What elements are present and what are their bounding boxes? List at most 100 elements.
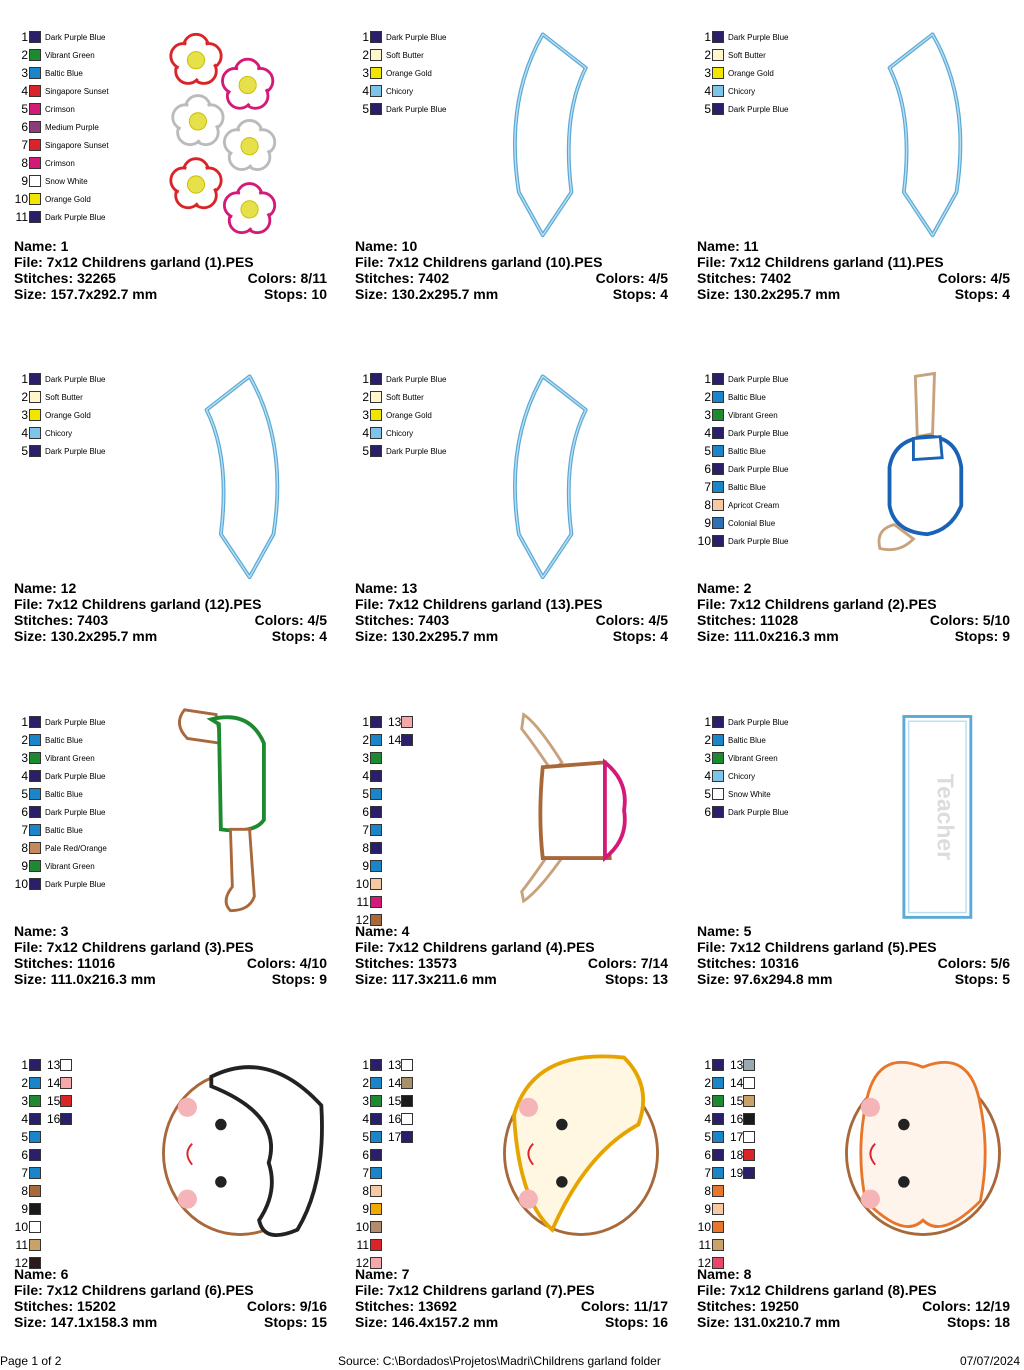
thread-color-item: 14 — [388, 731, 413, 749]
thread-swatch — [743, 1131, 755, 1143]
design-preview — [520, 712, 627, 904]
thread-name: Baltic Blue — [728, 392, 766, 402]
thread-number: 7 — [21, 1166, 28, 1180]
thread-number: 12 — [355, 913, 369, 927]
thread-name: Apricot Cream — [728, 500, 780, 510]
thread-name: Soft Butter — [386, 392, 424, 402]
thread-swatch — [712, 1221, 724, 1233]
thread-number: 11 — [15, 1238, 28, 1252]
design-size: Size: 130.2x295.7 mm — [697, 286, 841, 302]
design-file: File: 7x12 Childrens garland (13).PES — [355, 596, 603, 612]
thread-number: 5 — [362, 787, 369, 801]
thread-swatch — [712, 445, 724, 457]
thread-number: 1 — [362, 1058, 369, 1072]
thread-number: 2 — [362, 733, 369, 747]
design-stops: Stops: 9 — [271, 971, 327, 987]
thread-number: 5 — [704, 102, 711, 116]
thread-number: 13 — [388, 715, 402, 729]
thread-name: Baltic Blue — [45, 68, 83, 78]
thread-number: 1 — [21, 715, 28, 729]
thread-number: 4 — [704, 84, 711, 98]
thread-swatch — [29, 1059, 41, 1071]
thread-swatch — [370, 1167, 382, 1179]
child-face-figure — [162, 1065, 324, 1238]
thread-number: 6 — [362, 1148, 369, 1162]
design-file: File: 7x12 Childrens garland (7).PES — [355, 1282, 595, 1298]
thread-number: 10 — [14, 192, 28, 206]
thread-swatch — [29, 860, 41, 872]
thread-number: 4 — [704, 769, 711, 783]
design-size: Size: 130.2x295.7 mm — [14, 628, 158, 644]
thread-number: 6 — [21, 805, 28, 819]
thread-number: 1 — [362, 372, 369, 386]
design-stitches: Stitches: 32265 — [14, 270, 116, 286]
thread-color-item: 13 — [730, 1056, 755, 1074]
thread-swatch — [60, 1077, 72, 1089]
design-colors: Colors: 4/5 — [937, 270, 1010, 286]
thread-swatch — [712, 499, 724, 511]
thread-number: 8 — [21, 1184, 28, 1198]
thread-name: Dark Purple Blue — [45, 771, 106, 781]
thread-color-item: 12 — [355, 1254, 382, 1272]
thread-swatch — [29, 734, 41, 746]
thread-name: Vibrant Green — [728, 410, 778, 420]
thread-swatch — [743, 1113, 755, 1125]
thread-number: 5 — [362, 444, 369, 458]
thread-color-item: 7 — [14, 1164, 41, 1182]
thread-number: 2 — [704, 733, 711, 747]
thread-name: Chicory — [386, 428, 414, 438]
thread-number: 5 — [21, 1130, 28, 1144]
thread-swatch — [370, 1095, 382, 1107]
thread-color-item: 11 — [355, 1236, 382, 1254]
thread-name: Dark Purple Blue — [728, 428, 789, 438]
thread-swatch — [29, 67, 41, 79]
thread-swatch — [712, 31, 724, 43]
thread-color-item: 16 — [730, 1110, 755, 1128]
thread-number: 5 — [21, 787, 28, 801]
thread-number: 11 — [356, 1238, 369, 1252]
design-file: File: 7x12 Childrens garland (5).PES — [697, 939, 937, 955]
thread-number: 7 — [704, 480, 711, 494]
thread-number: 5 — [704, 1130, 711, 1144]
design-file: File: 7x12 Childrens garland (1).PES — [14, 254, 254, 270]
thread-number: 3 — [704, 751, 711, 765]
thread-number: 1 — [21, 372, 28, 386]
thread-number: 3 — [362, 408, 369, 422]
design-colors: Colors: 7/14 — [587, 955, 668, 971]
thread-number: 1 — [362, 715, 369, 729]
thread-swatch — [29, 85, 41, 97]
thread-swatch — [401, 1095, 413, 1107]
thread-swatch — [370, 716, 382, 728]
thread-name: Baltic Blue — [45, 789, 83, 799]
thread-swatch — [370, 806, 382, 818]
thread-color-item: 11 — [697, 1236, 724, 1254]
thread-swatch — [29, 175, 41, 187]
design-stitches: Stitches: 15202 — [14, 1298, 116, 1314]
design-name: Name: 5 — [697, 923, 752, 939]
thread-name: Dark Purple Blue — [45, 32, 106, 42]
thread-number: 18 — [730, 1148, 744, 1162]
thread-swatch — [370, 1239, 382, 1251]
thread-name: Dark Purple Blue — [728, 104, 789, 114]
thread-swatch — [29, 824, 41, 836]
thread-color-item: 5 — [697, 1128, 724, 1146]
